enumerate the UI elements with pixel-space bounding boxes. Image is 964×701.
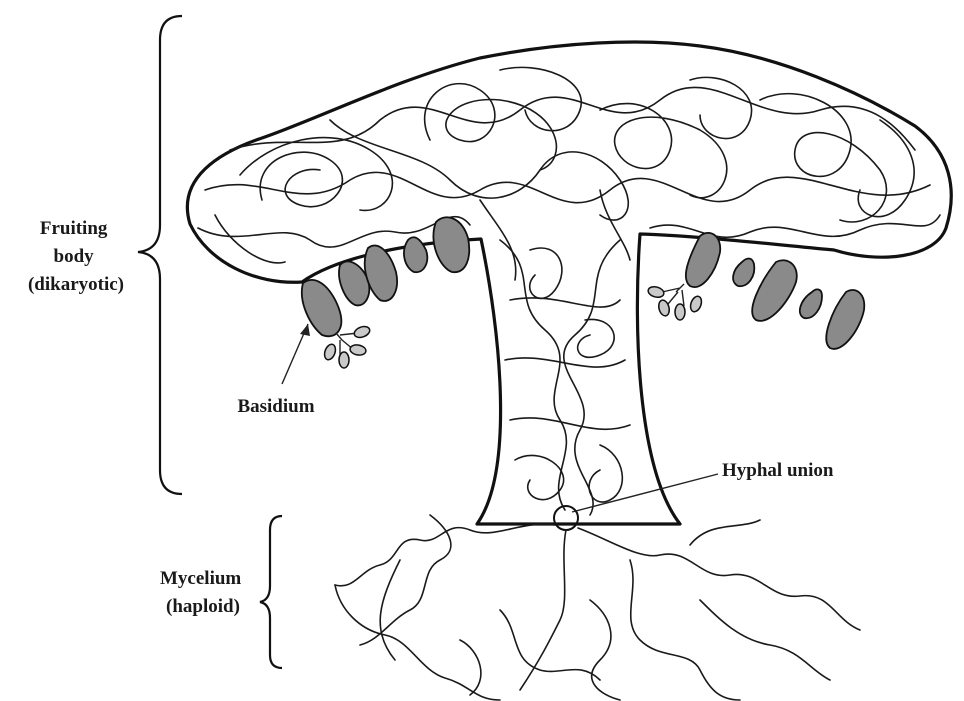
hyphal-union-label: Hyphal union [722,460,834,481]
spores-right [647,284,703,320]
fruiting-body-label: Fruiting body (dikaryotic) [28,218,124,295]
mushroom-outline [187,42,951,524]
fruiting-body-brace [138,16,182,494]
hyphal-union-marker [554,506,578,530]
basidia-left [302,217,469,336]
basidium-label: Basidium [237,396,314,417]
hyphal-union-pointer [572,474,718,512]
mycelium-brace [260,516,282,668]
basidium-pointer-head [300,324,310,336]
mycelium-label: Mycelium (haploid) [160,568,246,617]
mycelium-hyphae [335,515,860,700]
